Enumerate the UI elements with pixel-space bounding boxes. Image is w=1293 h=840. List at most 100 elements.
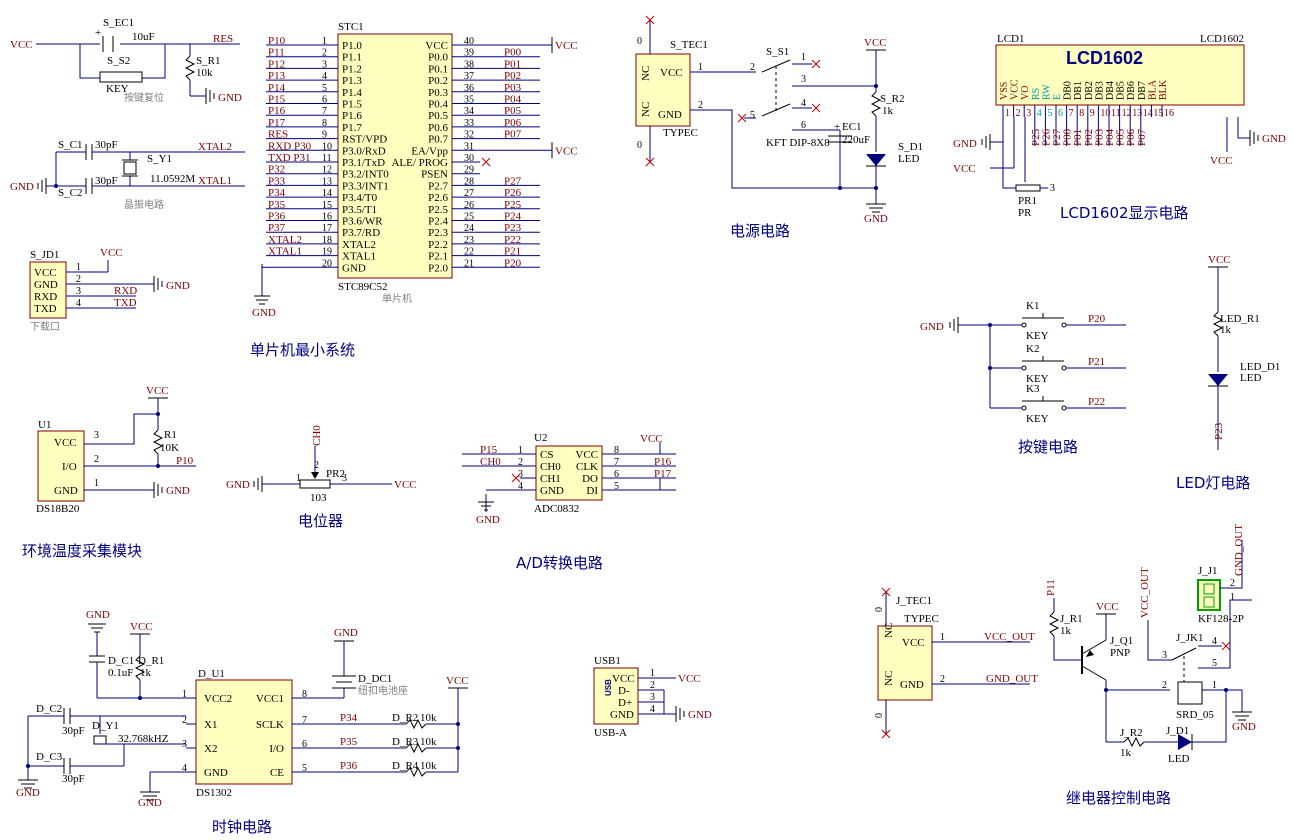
clock-c1-ref: D_C1 [108, 655, 134, 667]
adc-part: ADC0832 [534, 503, 579, 515]
mcu-left-net: P33 [268, 175, 286, 187]
svg-text:2: 2 [1230, 578, 1235, 589]
led-net: P23 [1213, 422, 1225, 440]
mcu-left-pin-label: XTAL1 [342, 251, 376, 263]
mcu-left-net: P35 [268, 199, 286, 211]
key-ref: K3 [1026, 383, 1040, 395]
led-r-value: 1k [1220, 324, 1232, 336]
lcd-pin-number: 16 [1164, 108, 1174, 119]
svg-text:NC: NC [640, 102, 652, 117]
svg-text:D+: D+ [618, 697, 632, 709]
clock-left-pin-number: 2 [182, 715, 187, 726]
mcu-left-pin-label: P1.3 [342, 75, 362, 87]
clock-ref: D_U1 [198, 668, 225, 680]
relay-circuit: J_TEC1 TYPEC NC NC VCC GND 0 0 1 VCC_OUT… [874, 524, 1256, 765]
section-title-adc: A/D转换电路 [516, 554, 603, 572]
mcu-right-pin-number: 31 [464, 141, 474, 152]
mcu-left-pin-label: RST/VPD [342, 134, 387, 146]
usb-logo: USB [604, 679, 613, 696]
svg-text:0: 0 [637, 36, 642, 47]
clock-left-pin-label: X2 [204, 743, 217, 755]
key-ref: K1 [1026, 300, 1039, 312]
adc-right-pin-number: 6 [614, 469, 619, 480]
jd-gnd-label: GND [166, 280, 190, 292]
mcu-right-pin-label: ALE/ PROG [391, 157, 448, 169]
mcu-note: 单片机 [382, 292, 412, 305]
mcu-right-pin-number: 34 [464, 106, 474, 117]
clock-pullup-ref: D_R4 [392, 760, 419, 772]
clock-pullup-value: 10k [420, 712, 437, 724]
mcu-left-pin-number: 1 [322, 36, 327, 47]
crystal-xtal2: XTAL2 [198, 141, 232, 153]
adc-right-pin-label: CLK [576, 461, 598, 473]
pot-gnd-label: GND [226, 479, 250, 491]
lcd-net: P07 [1136, 128, 1148, 146]
mcu-left-pin-number: 5 [322, 83, 327, 94]
usb-connector: USB1 USB VCC D- D+ GND 1 2 3 4 VCC GND U… [593, 655, 712, 739]
jd-vcc-label: VCC [100, 247, 123, 259]
lcd-pr1-value: PR [1018, 207, 1032, 219]
lcd-pin-label: BLA [1147, 79, 1158, 100]
clock-battery-ref: D_DC1 [358, 673, 392, 685]
mcu-left-net: P17 [268, 117, 286, 129]
section-title-pot: 电位器 [298, 512, 343, 530]
lcd-contrast-pot[interactable] [1015, 184, 1041, 192]
adc-gnd-label: GND [476, 514, 500, 526]
svg-text:1: 1 [296, 473, 301, 484]
svg-text:GND: GND [900, 679, 924, 691]
crystal-gnd-label: GND [10, 181, 34, 193]
clock-net: P35 [340, 736, 358, 748]
lcd-bla-vcc: VCC [1210, 155, 1233, 167]
mcu-left-net: P16 [268, 105, 286, 117]
mcu-left-pin-number: 8 [322, 118, 327, 129]
mcu-right-pin-number: 22 [464, 247, 474, 258]
mcu-right-net: P20 [504, 257, 522, 269]
crystal-note: 晶振电路 [124, 198, 164, 211]
mcu-left-pin-label: P1.5 [342, 99, 362, 111]
mcu-right-net: P07 [504, 129, 522, 141]
temp-part: DS18B20 [36, 503, 80, 515]
clock-vcc-right: VCC [446, 675, 469, 687]
mcu-left-pin-number: 20 [322, 258, 332, 269]
clock-pullup-ref: D_R3 [392, 736, 419, 748]
mcu-right-pin-label: PSEN [421, 169, 448, 181]
pot-symbol[interactable] [299, 479, 331, 489]
clock-part: DS1302 [196, 787, 232, 799]
lcd-part: LCD1602 [1200, 33, 1244, 45]
svg-text:1: 1 [801, 52, 806, 63]
lcd-pin-label: DB5 [1116, 81, 1127, 100]
mcu-left-pin-label: P3.5/T1 [342, 204, 377, 216]
mcu-right-pin-number: 38 [464, 59, 474, 70]
crystal-symbol [123, 161, 137, 175]
svg-text:2: 2 [650, 680, 655, 691]
mcu-left-net: P13 [268, 70, 286, 82]
lcd-pin-number: 13 [1132, 108, 1142, 119]
temp-r-value: 10K [160, 442, 179, 454]
lcd-pr1-ref: PR1 [1018, 195, 1037, 207]
relay-gnd-out: GND_OUT [986, 673, 1038, 685]
relay-net-p11: P11 [1045, 579, 1057, 596]
svg-text:GND: GND [658, 109, 682, 121]
reset-cap-value: 10uF [132, 31, 155, 43]
mcu-right-pin-number: 25 [464, 212, 474, 223]
reset-key-symbol[interactable] [99, 71, 143, 83]
adc-left-pin-number: 2 [518, 457, 523, 468]
svg-text:D-: D- [618, 685, 630, 697]
lcd-pin-number: 11 [1111, 108, 1121, 119]
adc-left-pin-label: CH0 [540, 461, 561, 473]
mcu-right-pin-label: P2.0 [428, 262, 448, 274]
jd-body [29, 261, 67, 319]
mcu-right-pin-label: P0.7 [428, 134, 448, 146]
relay-r2-ref: J_R2 [1120, 727, 1143, 739]
svg-text:I/O: I/O [62, 461, 77, 473]
lcd-gnd-label: GND [953, 138, 977, 150]
mcu-right-net: P21 [504, 246, 521, 258]
mcu-right-net: P06 [504, 117, 522, 129]
svg-text:+: + [834, 121, 840, 133]
power-tec-body [635, 53, 691, 127]
mcu-left-net: P37 [268, 222, 286, 234]
mcu-right-pin-label: EA/Vpp [411, 145, 448, 157]
mcu-left-net: XTAL2 [268, 234, 302, 246]
jd-pin-txd: TXD [34, 303, 57, 315]
